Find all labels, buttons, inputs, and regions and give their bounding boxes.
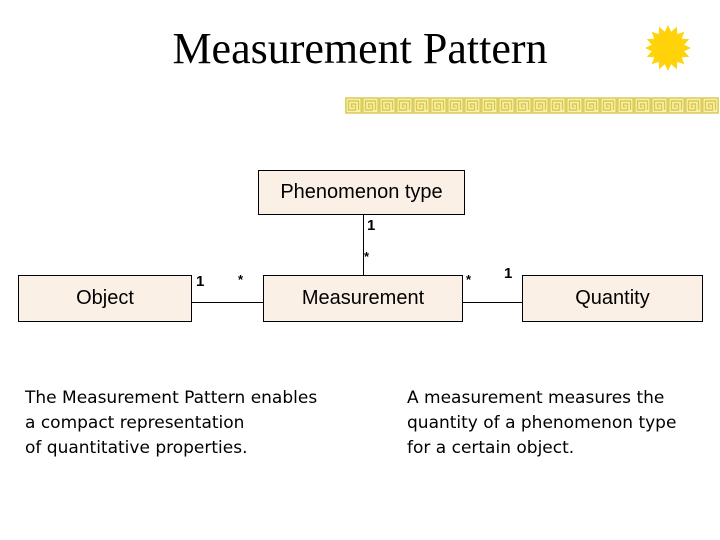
- greek-key-icon: [634, 97, 651, 114]
- greek-key-icon: [345, 97, 362, 114]
- node-quantity-label: Quantity: [575, 287, 650, 309]
- connector-measurement-quantity: [463, 302, 522, 303]
- greek-key-icon: [430, 97, 447, 114]
- connector-object-measurement: [192, 302, 263, 303]
- greek-key-icon: [702, 97, 719, 114]
- note-right-line: quantity of a phenomenon type: [407, 413, 677, 433]
- node-phenomenon-type: Phenomenon type: [258, 170, 465, 215]
- greek-key-icon: [668, 97, 685, 114]
- node-quantity: Quantity: [522, 275, 703, 322]
- connector-phenomenon-measurement: [363, 215, 364, 275]
- greek-key-icon: [413, 97, 430, 114]
- greek-key-icon: [515, 97, 532, 114]
- greek-key-icon: [566, 97, 583, 114]
- node-phenomenon-type-label: Phenomenon type: [280, 181, 443, 203]
- sunburst-icon: [644, 24, 692, 72]
- note-left-line: of quantitative properties.: [25, 438, 248, 458]
- node-object-label: Object: [76, 287, 134, 309]
- multiplicity-measurement-right-end: *: [466, 272, 472, 287]
- multiplicity-phenomenon-end: 1: [367, 217, 376, 234]
- node-object: Object: [18, 275, 192, 322]
- greek-key-icon: [549, 97, 566, 114]
- multiplicity-measurement-left-end: *: [238, 272, 244, 287]
- greek-key-icon: [464, 97, 481, 114]
- greek-key-icon: [379, 97, 396, 114]
- note-right-line: A measurement measures the: [407, 388, 665, 408]
- greek-key-icon: [617, 97, 634, 114]
- greek-key-icon: [600, 97, 617, 114]
- multiplicity-measurement-top-end: *: [364, 249, 370, 264]
- slide-title: Measurement Pattern: [172, 24, 548, 73]
- multiplicity-object-end: 1: [196, 273, 205, 290]
- greek-key-icon: [481, 97, 498, 114]
- note-right-line: for a certain object.: [407, 438, 575, 458]
- greek-key-icon: [685, 97, 702, 114]
- greek-key-icon: [651, 97, 668, 114]
- multiplicity-quantity-end: 1: [504, 265, 513, 282]
- node-measurement-label: Measurement: [301, 287, 425, 309]
- sunburst-icon-svg: [645, 25, 691, 71]
- note-right: A measurement measures the quantity of a…: [407, 386, 676, 461]
- note-left-line: a compact representation: [25, 413, 245, 433]
- note-left-line: The Measurement Pattern enables: [25, 388, 318, 408]
- greek-key-icon: [498, 97, 515, 114]
- greek-key-icon: [447, 97, 464, 114]
- greek-key-icon: [532, 97, 549, 114]
- node-measurement: Measurement: [263, 275, 463, 322]
- greek-key-icon: [362, 97, 379, 114]
- greek-key-icon: [583, 97, 600, 114]
- greek-key-border: [345, 97, 720, 114]
- greek-key-icon: [396, 97, 413, 114]
- note-left: The Measurement Pattern enables a compac…: [25, 386, 317, 461]
